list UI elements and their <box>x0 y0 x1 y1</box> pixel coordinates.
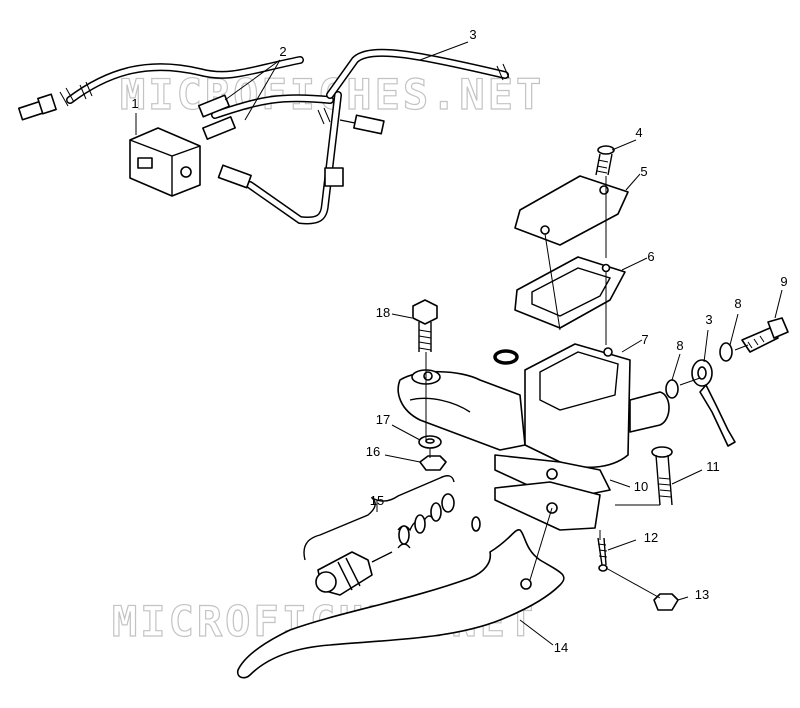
master-cylinder <box>397 343 670 531</box>
reservoir-cover <box>514 175 629 246</box>
callout-16: 16 <box>365 444 381 459</box>
banjo-bolt <box>741 317 789 353</box>
washer-hole <box>425 438 435 444</box>
crush-washer <box>665 379 679 399</box>
callout-15: 15 <box>369 493 385 508</box>
hose-fitting <box>197 94 236 140</box>
banjo-fitting <box>691 359 736 447</box>
adjust-screw <box>597 537 608 572</box>
pivot-bolt <box>651 446 673 506</box>
callout-8-lower: 8 <box>676 338 684 353</box>
clamp-bolt <box>412 299 438 352</box>
callout-5: 5 <box>640 164 648 179</box>
callout-3: 3 <box>469 27 477 42</box>
junction-block <box>129 127 201 197</box>
hose-fitting <box>217 164 252 189</box>
callout-17: 17 <box>375 412 391 427</box>
brake-hose-lines <box>17 48 510 225</box>
callout-6: 6 <box>647 249 655 264</box>
callout-3-banjo: 3 <box>705 312 713 327</box>
callout-8: 8 <box>734 296 742 311</box>
nut <box>419 455 447 471</box>
crush-washer <box>719 342 733 362</box>
center-lines <box>425 176 749 599</box>
leader-lines <box>135 41 783 646</box>
callout-12: 12 <box>643 530 659 545</box>
callout-1: 1 <box>131 96 139 111</box>
o-ring <box>493 349 519 365</box>
callout-7: 7 <box>641 332 649 347</box>
callout-2: 2 <box>279 44 287 59</box>
hose-fitting <box>353 114 385 135</box>
piston-assembly <box>303 475 481 596</box>
diaphragm <box>514 256 626 329</box>
cover-screw <box>595 145 615 176</box>
callout-9: 9 <box>780 274 788 289</box>
callout-10: 10 <box>633 479 649 494</box>
callout-11: 11 <box>706 459 720 474</box>
callout-13: 13 <box>694 587 710 602</box>
callout-4: 4 <box>635 125 643 140</box>
callout-18: 18 <box>375 305 391 320</box>
callout-14: 14 <box>553 640 569 655</box>
hose-fitting <box>17 93 57 121</box>
brake-lever <box>236 529 565 679</box>
